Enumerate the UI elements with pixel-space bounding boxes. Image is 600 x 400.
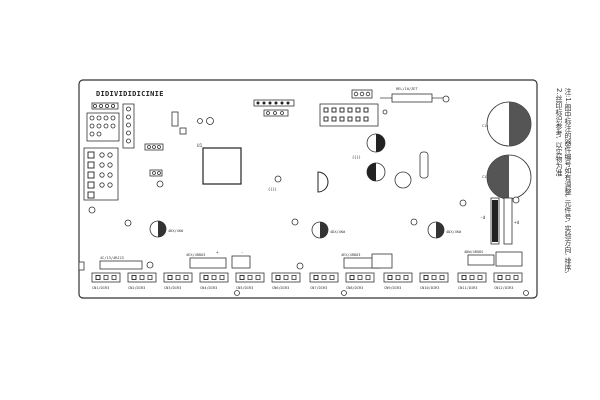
transistor-mid: {{}}: [268, 171, 329, 193]
bottom-connector: CN5/DIR3: [235, 272, 265, 290]
svg-text:4DX/4K#: 4DX/4K#: [168, 229, 184, 233]
bottom-connector: CN12/DIR3: [493, 272, 523, 290]
svg-text:4DX/4K#: 4DX/4K#: [330, 230, 346, 234]
small-cap-left: [124, 219, 132, 227]
d-right-label: -d: [480, 215, 486, 221]
svg-text:{{}}: {{}}: [268, 187, 277, 191]
bottom-connector-label: CN3/DIR3: [164, 286, 181, 290]
transistor-q3: 4DX/4K#: [427, 221, 462, 239]
bottom-connector-label: CN8/DIR3: [346, 286, 363, 290]
bottom-connector-label: CN2/DIR3: [128, 286, 145, 290]
mount-hole-left: [88, 206, 96, 214]
bottom-connector: CN8/DIR3: [345, 272, 375, 290]
bottom-connector: CN6/DIR3: [271, 272, 301, 290]
mount-hole-bottom-mid: [341, 290, 347, 296]
transistor-q2: 4DX/4K#: [311, 221, 346, 239]
bottom-connector-label: CN6/DIR3: [272, 286, 289, 290]
bottom-connector: CN4/DIR3: [199, 272, 229, 290]
svg-text:4DX/4K#: 4DX/4K#: [446, 230, 462, 234]
pin-strip-top-center: [253, 99, 295, 117]
mount-hole-bottom-right: [523, 290, 529, 296]
main-ic-label: U1: [197, 143, 203, 149]
svg-text:4EX/4RDO3: 4EX/4RDO3: [186, 253, 205, 257]
bottom-connector: CN3/DIR3: [163, 272, 193, 290]
bottom-connector-label: CN1/DIR3: [92, 286, 109, 290]
bottom-connector: CN10/DIR3: [419, 272, 449, 290]
svg-text:4C/13/4RJ23: 4C/13/4RJ23: [100, 256, 124, 260]
bottom-connector: CN9/DIR3: [383, 272, 413, 290]
svg-text:4EX/4RDO3: 4EX/4RDO3: [341, 253, 360, 257]
small-parts-cluster: [144, 111, 214, 188]
resistor-array: [319, 103, 388, 127]
cap-right-top-label: C11: [482, 124, 489, 128]
side-note-line-2: 2.丝印标识参考, 以实物为准: [555, 88, 563, 177]
svg-text:{{}}: {{}}: [352, 155, 361, 159]
left-edge-tab: [78, 261, 85, 271]
main-ic: U1: [197, 143, 242, 185]
bottom-connector: CN2/DIR3: [127, 272, 157, 290]
svg-text:+: +: [216, 251, 219, 256]
bottom-connector-row: CN1/DIR3 CN2/DIR3 CN3/DIR3 CN4/DIR3 CN5/DIR3…: [91, 272, 523, 290]
bottom-connector: CN1/DIR3: [91, 272, 121, 290]
cap-right-bottom-label: C12: [482, 175, 489, 179]
side-note-line-1: 注:1.图中标注的器件编号如有调整, 元件号, 实验方向, 排序,: [564, 88, 572, 274]
right-side-parts: -d +d: [459, 196, 520, 245]
bottom-connector-label: CN4/DIR3: [200, 286, 217, 290]
plus-right-label: +d: [514, 220, 520, 226]
transistor-strip: [351, 89, 373, 99]
header-vertical: [122, 103, 135, 149]
bottom-connector: CN7/DIR3: [309, 272, 339, 290]
board-outline: [78, 79, 538, 299]
small-cap-mid: [291, 218, 299, 226]
bottom-connector-label: CN9/DIR3: [384, 286, 401, 290]
cap-small-right: [394, 171, 412, 189]
board-title: DIDIVIDIDICINIE: [96, 90, 164, 98]
bottom-connector-label: CN12/DIR3: [494, 286, 513, 290]
small-cap-right: [410, 218, 418, 226]
relay-top-label: REL/10/ZET: [396, 87, 418, 91]
header-top-left: [86, 102, 120, 142]
bottom-connector: CN11/DIR3: [457, 272, 487, 290]
mid-row-connectors: 4C/13/4RJ23 4EX/4RDO3 4EX/4RDO3 4DW/4RUD…: [99, 250, 523, 270]
side-note: 注:1.图中标注的器件编号如有调整, 元件号, 实验方向, 排序, 2.丝印标识…: [548, 88, 572, 328]
top-resistor: REL/10/ZET: [380, 87, 450, 103]
bottom-connector-label: CN7/DIR3: [310, 286, 327, 290]
mount-hole-bottom-left: [234, 290, 240, 296]
svg-text:-: -: [241, 251, 244, 256]
connector-left-block: [83, 147, 119, 201]
cap-mid-upper: {{}}: [352, 133, 386, 159]
bottom-connector-label: CN10/DIR3: [420, 286, 439, 290]
cap-right-top: C11: [482, 101, 532, 147]
transistor-q1: 4DX/4K#: [149, 220, 184, 238]
cap-mid-lower: [366, 162, 386, 182]
svg-text:4DW/4RUDS: 4DW/4RUDS: [464, 250, 483, 254]
fuse-vertical: [419, 151, 429, 179]
bottom-connector-label: CN5/DIR3: [236, 286, 253, 290]
bottom-connector-label: CN11/DIR3: [458, 286, 477, 290]
